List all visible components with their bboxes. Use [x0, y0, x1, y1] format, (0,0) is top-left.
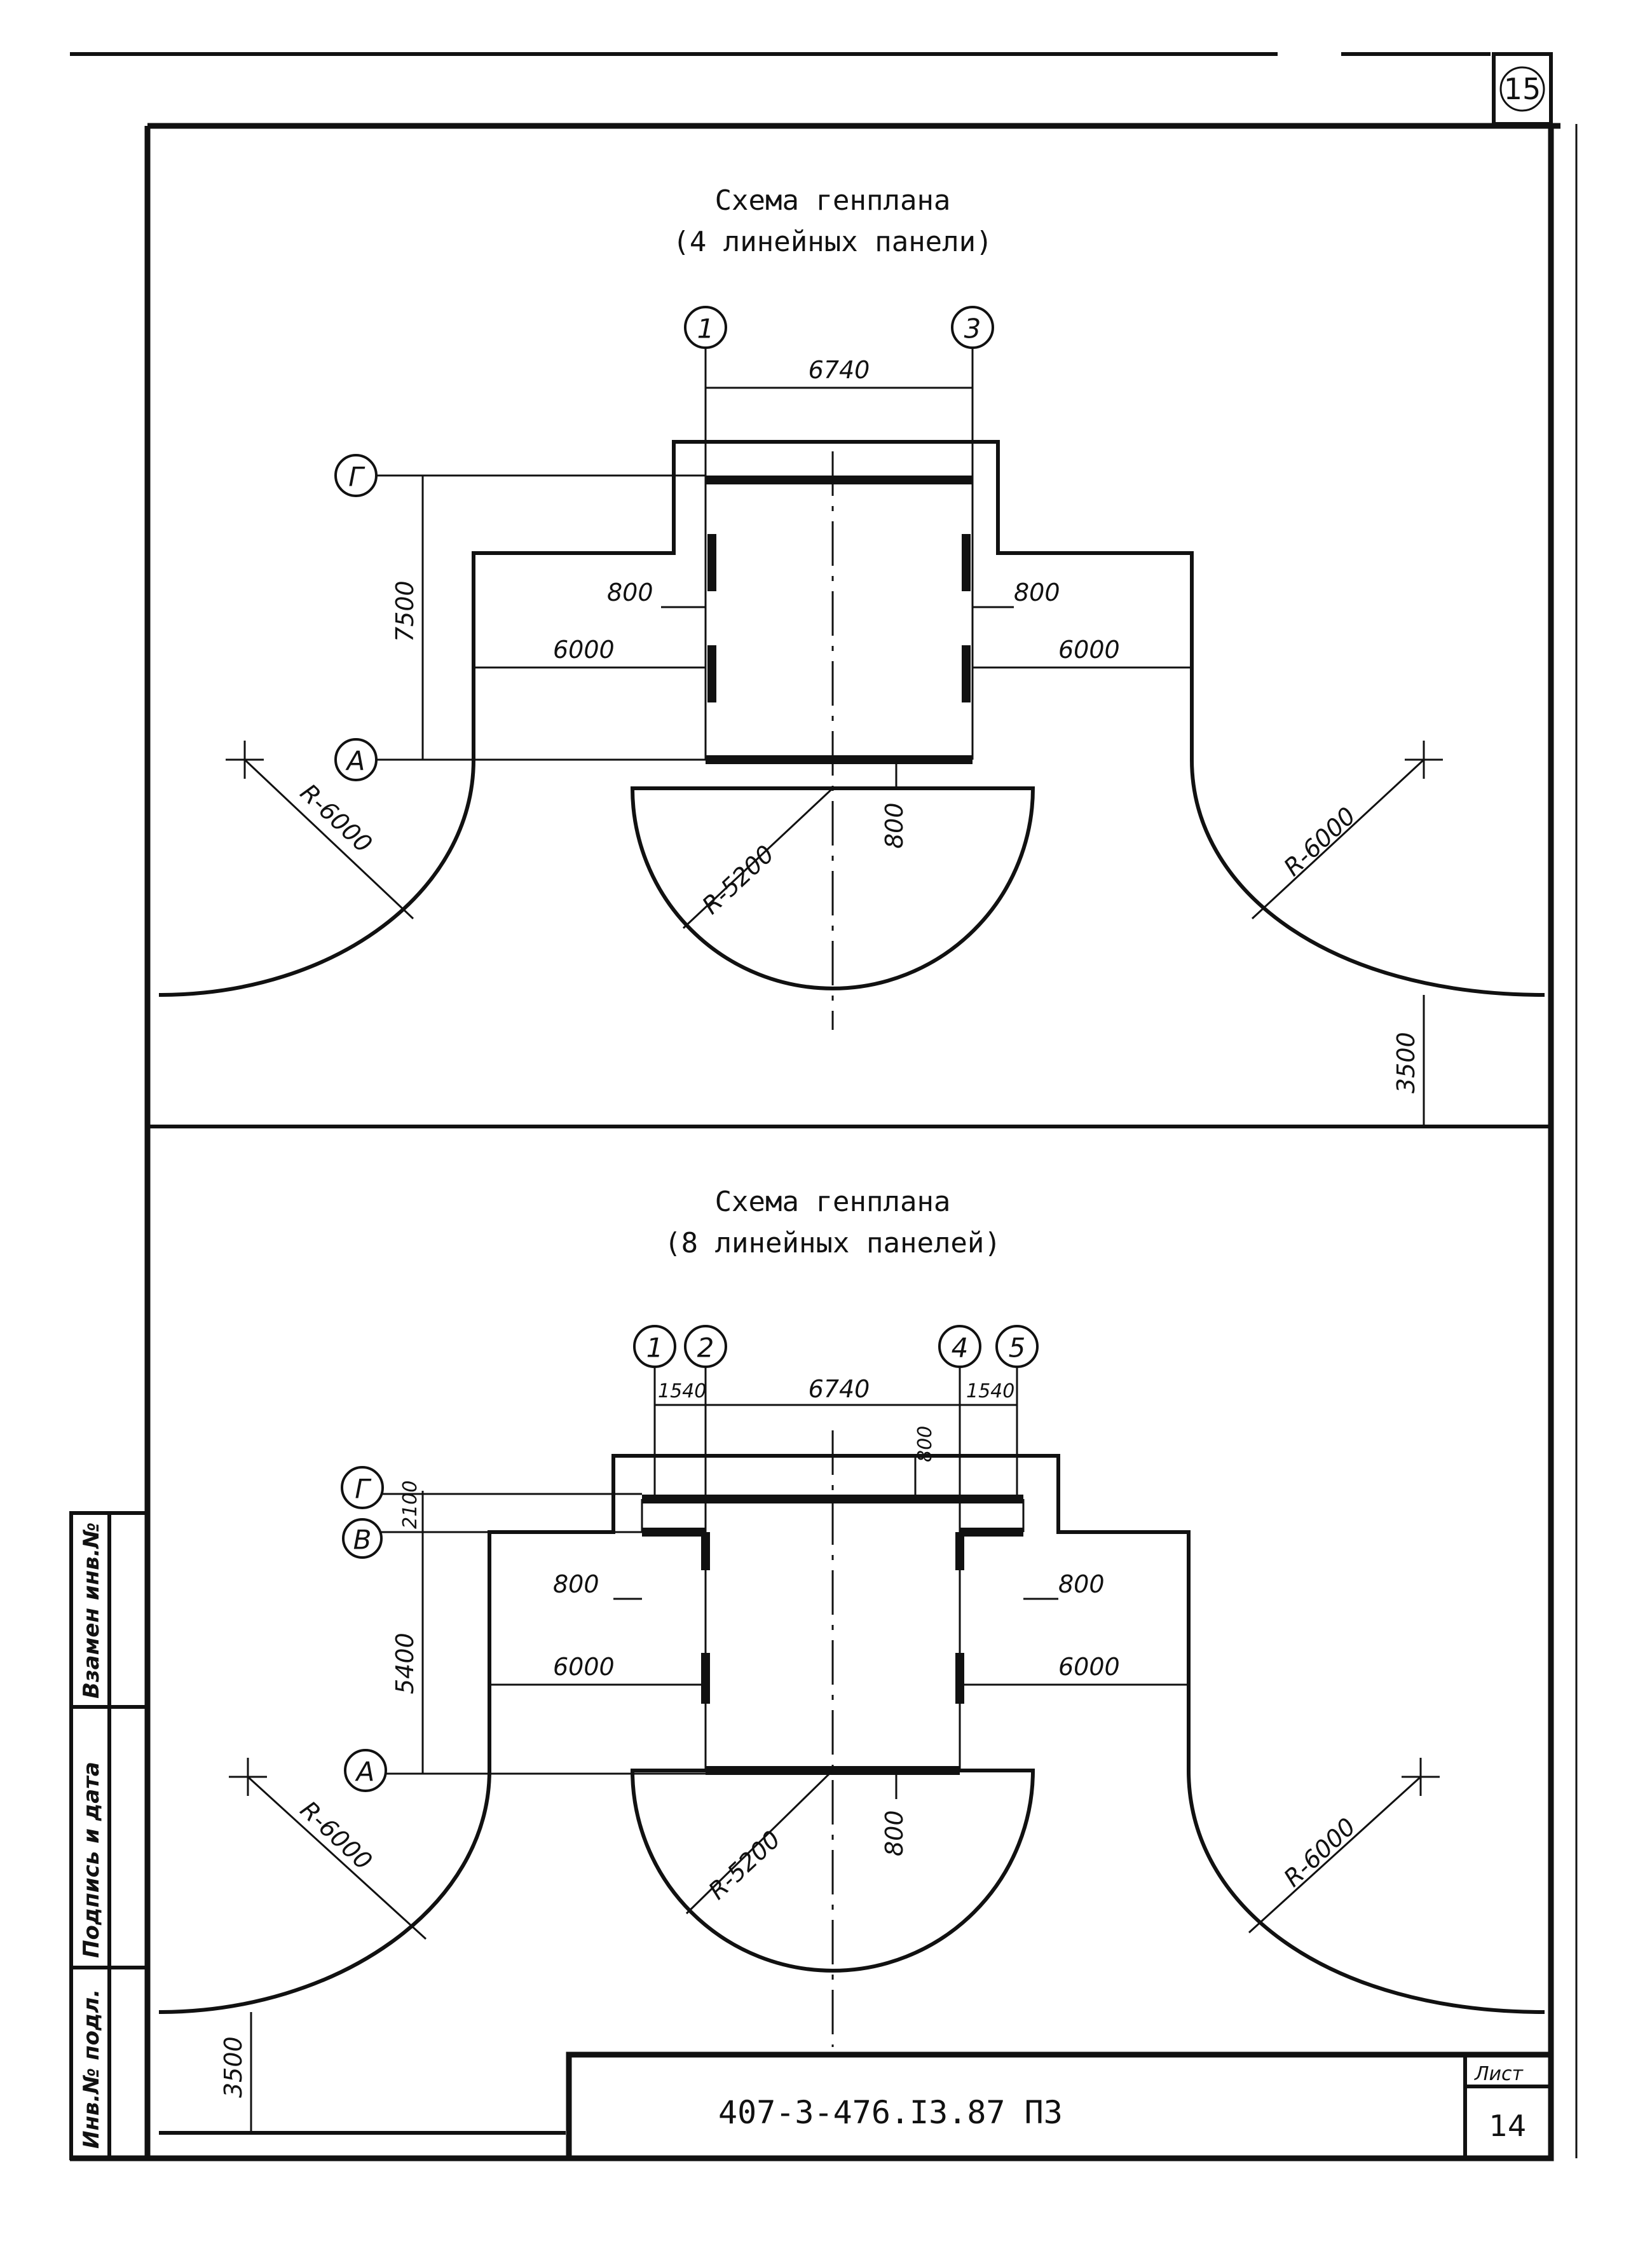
axis-a-label: А [345, 746, 365, 777]
title-sheet-label: Лист [1474, 2063, 1524, 2085]
axis-a-bubble [334, 738, 378, 781]
stamp-podpis: Подпись и дата [79, 1762, 104, 1958]
axis-bg-bubble [341, 1466, 384, 1509]
dim-b-6000-left: 6000 [553, 1653, 615, 1681]
bottom-r6000-left: R-6000 [295, 1795, 378, 1875]
bottom-r6000-left-leader [247, 1776, 427, 1940]
top-scheme: Схема генплана (4 линейных панели) 1 3 Г… [158, 184, 1545, 1126]
top-r6000-right: R-6000 [1278, 802, 1361, 881]
dim-800-center: 800 [880, 802, 908, 849]
axis-b5-bubble [995, 1325, 1039, 1368]
top-r6000-left-leader [243, 758, 414, 920]
axis-b2-bubble [684, 1325, 727, 1368]
axis-g-bubble [334, 454, 378, 497]
dim-6740: 6740 [809, 356, 870, 384]
title-sheet-no: 14 [1489, 2109, 1527, 2143]
sheet-number-circle [1499, 66, 1545, 112]
axis-ba-bubble [344, 1749, 387, 1792]
axis-b2-label: 2 [697, 1332, 714, 1364]
axis-bv-label: В [353, 1524, 372, 1556]
dim-7500: 7500 [391, 580, 419, 642]
dim-b-800-center: 800 [880, 1810, 908, 1856]
bottom-r5200-leader [685, 1769, 834, 1915]
title-code: 407-3-476.I3.87 ПЗ [718, 2094, 1063, 2131]
dim-800-right: 800 [1014, 579, 1060, 606]
bottom-scheme: Схема генплана (8 линейных панелей) 1 2 … [158, 1186, 1545, 2135]
top-r5200-leader [682, 787, 834, 929]
bottom-center-semicircle [630, 1769, 1035, 1973]
bottom-dim-3500: 3500 [219, 2036, 247, 2098]
bottom-site-outline [158, 1454, 1545, 2014]
axis-b1-label: 1 [646, 1332, 664, 1364]
axis-3-bubble [951, 306, 994, 349]
top-center-semicircle [630, 786, 1035, 990]
dim-b-5400: 5400 [391, 1633, 419, 1694]
dim-b-800-left: 800 [553, 1570, 599, 1598]
axis-ba-label: А [355, 1757, 375, 1788]
axis-bg-label: Г [355, 1474, 372, 1505]
side-stamp: Инв.№ подл. Подпись и дата Взамен инв.№ [69, 1511, 149, 2160]
axis-b1-bubble [633, 1325, 676, 1368]
axis-b5-label: 5 [1009, 1332, 1026, 1364]
axis-b4-bubble [938, 1325, 981, 1368]
axis-g-label: Г [348, 462, 365, 493]
dim-6000-right: 6000 [1058, 636, 1120, 664]
bottom-title-2: (8 линейных панелей) [664, 1227, 1001, 1259]
top-r5200: R-5200 [697, 840, 779, 919]
top-dim-3500: 3500 [1392, 1032, 1420, 1093]
dim-b-800-top: 800 [914, 1426, 936, 1462]
axis-b4-label: 4 [952, 1332, 969, 1364]
stamp-inv-podl: Инв.№ подл. [79, 1989, 104, 2149]
axis-1-bubble [684, 306, 727, 349]
bottom-r6000-right: R-6000 [1278, 1812, 1361, 1892]
dim-800-left: 800 [607, 579, 653, 606]
dim-b-800-right: 800 [1058, 1570, 1105, 1598]
dim-b-1540-left: 1540 [658, 1380, 706, 1402]
bottom-title-1: Схема генплана [715, 1186, 951, 1218]
top-title-2: (4 линейных панели) [672, 226, 992, 258]
dim-6000-left: 6000 [553, 636, 615, 664]
dim-b-6000-right: 6000 [1058, 1653, 1120, 1681]
axis-3-label: 3 [964, 313, 981, 345]
dim-b-6740: 6740 [809, 1375, 870, 1403]
top-site-outline [158, 440, 1545, 997]
stamp-vzamen: Взамен инв.№ [79, 1523, 104, 1699]
top-r6000-right-leader [1251, 758, 1425, 920]
top-title-1: Схема генплана [715, 184, 951, 217]
axis-bv-bubble [342, 1518, 383, 1559]
bottom-r5200: R-5200 [703, 1825, 786, 1905]
bottom-r6000-right-leader [1248, 1776, 1422, 1934]
title-block: 407-3-476.I3.87 ПЗ Лист 14 [566, 2051, 1554, 2161]
sheet-number: 15 [1504, 72, 1541, 106]
dim-b-2100: 2100 [399, 1481, 421, 1529]
dim-b-1540-right: 1540 [966, 1380, 1014, 1402]
axis-1-label: 1 [697, 313, 714, 345]
